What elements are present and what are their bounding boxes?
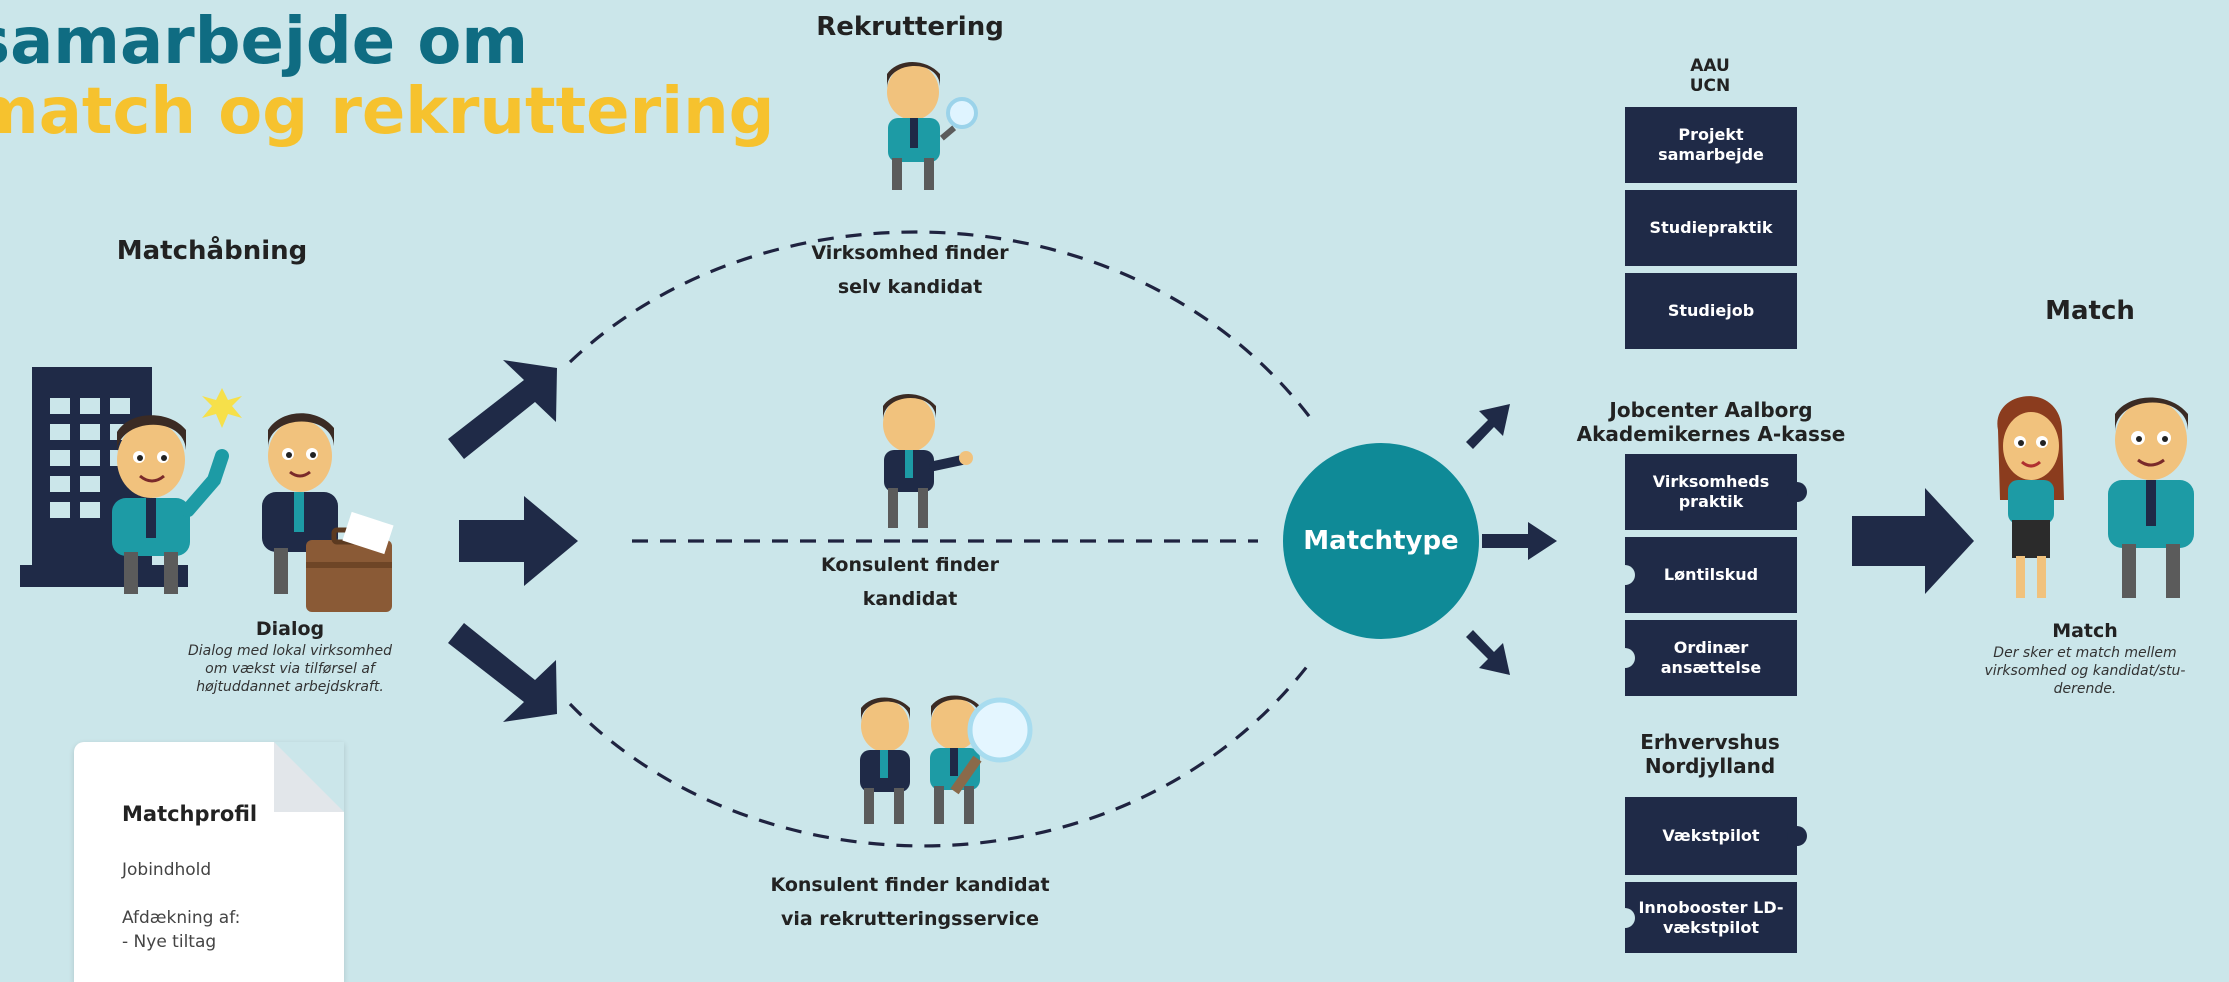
dialog-caption-line: om vækst via tilførsel af bbox=[205, 661, 375, 677]
consultant-with-magnifier-icon bbox=[887, 62, 978, 190]
consultant-figure-right bbox=[262, 413, 338, 594]
label-virksomhed-finder: Virksomhed finder selv kandidat bbox=[780, 236, 1040, 304]
matchprofil-line: - Nye tiltag bbox=[122, 932, 217, 952]
label-line: via rekrutteringsservice bbox=[780, 908, 1040, 930]
heading-line: UCN bbox=[1689, 76, 1731, 96]
box-studiejob: Studiejob bbox=[1625, 273, 1797, 349]
label-line: Virksomhed finder bbox=[811, 242, 1009, 264]
dialog-title: Dialog bbox=[255, 618, 325, 640]
consultant-pointing-icon bbox=[883, 394, 973, 528]
matchprofil-line: Jobindhold bbox=[122, 860, 212, 880]
title-line-2: match og rekruttering bbox=[0, 75, 775, 149]
heading-line: Akademikernes A-kasse bbox=[1576, 422, 1846, 446]
title-line-1: samarbejde om bbox=[0, 5, 529, 79]
arrow-small-down-right-icon bbox=[1466, 630, 1510, 675]
heading-matchabning: Matchåbning bbox=[116, 236, 308, 266]
dialog-caption: Dialog med lokal virksomhed om vækst via… bbox=[160, 642, 420, 696]
arrow-up-right-icon bbox=[448, 360, 557, 459]
box-innobooster: Innobooster LD-vækstpilot bbox=[1615, 882, 1797, 953]
label-line: selv kandidat bbox=[837, 276, 983, 298]
box-studiepraktik: Studiepraktik bbox=[1625, 190, 1797, 266]
consultants-searching-icon bbox=[860, 695, 1033, 824]
heading-match: Match bbox=[2045, 296, 2135, 326]
matchtype-node: Matchtype bbox=[1283, 443, 1479, 639]
heading-rekruttering: Rekruttering bbox=[816, 12, 1004, 42]
flow-diagram-lines bbox=[20, 62, 2194, 848]
box-vaekstpilot: Vækstpilot bbox=[1625, 797, 1807, 875]
arrow-down-right-icon bbox=[448, 623, 557, 722]
match-caption-line: virksomhed og kandidat/stu- bbox=[1984, 663, 2186, 679]
label-line: kandidat bbox=[862, 588, 958, 610]
label-rekrutteringsservice: Konsulent finder kandidat via rekrutteri… bbox=[760, 868, 1060, 936]
heading-line: Jobcenter Aalborg bbox=[1609, 398, 1813, 422]
heading-erhvervshus: Erhvervshus Nordjylland bbox=[1610, 730, 1810, 778]
box-lontilskud: Løntilskud bbox=[1615, 537, 1797, 613]
match-caption-line: derende. bbox=[2053, 681, 2117, 697]
box-projekt-samarbejde: Projekt samarbejde bbox=[1625, 107, 1797, 183]
match-caption: Der sker et match mellem virksomhed og k… bbox=[1950, 644, 2220, 698]
match-caption-line: Der sker et match mellem bbox=[1993, 645, 2177, 661]
arrow-small-right-icon bbox=[1482, 522, 1557, 560]
woman-candidate-icon bbox=[1997, 396, 2064, 598]
arrow-big-right-icon bbox=[1852, 488, 1974, 594]
matchprofil-card: Matchprofil Jobindhold Afdækning af: - N… bbox=[74, 742, 344, 982]
box-ordinaer-ansaettelse: Ordinær ansættelse bbox=[1615, 620, 1797, 696]
matchprofil-line: Afdækning af: bbox=[122, 908, 241, 928]
dialog-caption-line: højtuddannet arbejdskraft. bbox=[196, 679, 384, 695]
idea-spark-icon bbox=[202, 388, 242, 428]
briefcase-icon bbox=[306, 511, 394, 612]
label-konsulent-finder: Konsulent finder kandidat bbox=[780, 548, 1040, 616]
heading-aau-ucn: AAU UCN bbox=[1610, 56, 1810, 96]
dialog-caption-line: Dialog med lokal virksomhed bbox=[187, 643, 393, 659]
label-line: Konsulent finder kandidat bbox=[770, 874, 1050, 896]
arrow-small-up-right-icon bbox=[1466, 404, 1510, 449]
heading-line: Erhvervshus bbox=[1640, 730, 1780, 754]
man-match-icon bbox=[2108, 397, 2194, 598]
arrow-right-icon bbox=[459, 496, 578, 586]
heading-line: AAU bbox=[1690, 56, 1730, 76]
page-fold-icon bbox=[274, 742, 344, 812]
heading-jobcenter: Jobcenter Aalborg Akademikernes A-kasse bbox=[1560, 398, 1862, 446]
match-title: Match bbox=[2052, 620, 2118, 642]
matchprofil-title: Matchprofil bbox=[122, 802, 258, 826]
box-virksomheds-praktik: Virksomheds praktik bbox=[1625, 454, 1807, 530]
top-dashed-arc bbox=[568, 230, 1314, 421]
consultant-figure-left bbox=[112, 415, 229, 594]
bottom-dashed-arc bbox=[568, 659, 1314, 848]
heading-line: Nordjylland bbox=[1644, 754, 1776, 778]
label-line: Konsulent finder bbox=[821, 554, 999, 576]
